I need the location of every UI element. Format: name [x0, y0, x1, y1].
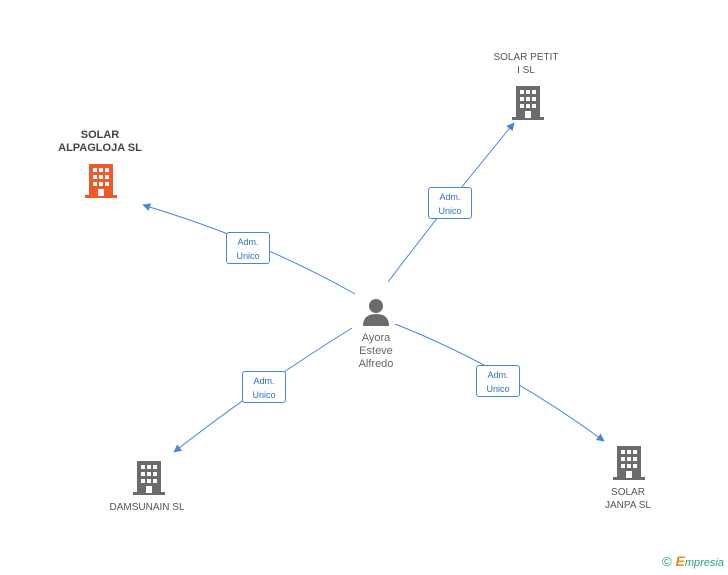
relation-label-solar-petit[interactable]: Adm. Unico	[428, 187, 472, 219]
person-icon	[363, 299, 389, 326]
center-person-name[interactable]: Ayora Esteve Alfredo	[358, 332, 394, 370]
building-icon[interactable]	[512, 86, 544, 120]
relation-label-solar-janpa[interactable]: Adm. Unico	[476, 365, 520, 397]
company-name-damsunain[interactable]: DAMSUNAIN SL	[109, 502, 185, 513]
brand-rest: mpresia	[684, 557, 724, 569]
brand-initial: E	[675, 553, 685, 569]
company-name-solar-janpa[interactable]: SOLAR JANPA SL	[605, 487, 651, 511]
copyright-icon: ©	[661, 553, 672, 569]
building-icon[interactable]	[133, 461, 165, 495]
footer-brand: ©Empresia	[662, 553, 724, 571]
brand-logo: Empresia	[676, 553, 724, 569]
relation-label-damsunain[interactable]: Adm. Unico	[242, 371, 286, 403]
building-icon[interactable]	[613, 446, 645, 480]
building-icon[interactable]	[85, 164, 117, 198]
relation-label-solar-alpagloja[interactable]: Adm. Unico	[226, 232, 270, 264]
company-name-solar-petit[interactable]: SOLAR PETIT I SL	[493, 52, 559, 76]
company-name-solar-alpagloja[interactable]: SOLAR ALPAGLOJA SL	[58, 129, 142, 154]
